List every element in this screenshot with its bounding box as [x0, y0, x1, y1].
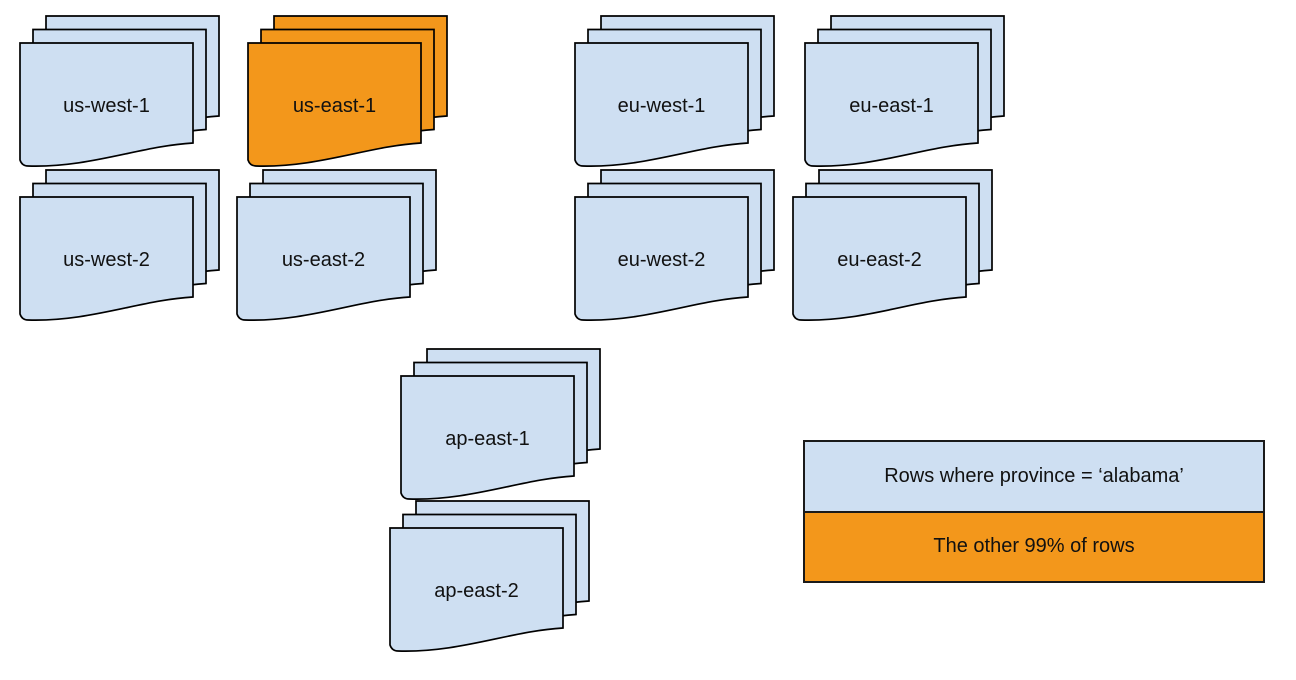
document-shape: [792, 196, 967, 321]
region-stack-ap-east-2: ap-east-2: [389, 500, 590, 655]
region-stack-eu-west-1: eu-west-1: [574, 15, 775, 170]
document-shape: [389, 527, 564, 652]
document-shape: [574, 196, 749, 321]
legend-label-other-rows: The other 99% of rows: [933, 535, 1135, 558]
legend: Rows where province = ‘alabama’ The othe…: [803, 440, 1265, 583]
region-stack-eu-west-2: eu-west-2: [574, 169, 775, 324]
region-stack-ap-east-1: ap-east-1: [400, 348, 601, 503]
region-stack-us-west-2: us-west-2: [19, 169, 220, 324]
region-stack-us-east-1: us-east-1: [247, 15, 448, 170]
document-shape: [574, 42, 749, 167]
region-stack-us-west-1: us-west-1: [19, 15, 220, 170]
legend-row-other-rows: The other 99% of rows: [805, 510, 1263, 581]
region-stack-us-east-2: us-east-2: [236, 169, 437, 324]
legend-label-alabama-rows: Rows where province = ‘alabama’: [884, 464, 1184, 487]
region-stack-eu-east-1: eu-east-1: [804, 15, 1005, 170]
region-stack-eu-east-2: eu-east-2: [792, 169, 993, 324]
document-shape: [236, 196, 411, 321]
document-shape: [247, 42, 422, 167]
legend-row-alabama-rows: Rows where province = ‘alabama’: [805, 442, 1263, 511]
document-shape: [400, 375, 575, 500]
document-shape: [19, 196, 194, 321]
document-shape: [19, 42, 194, 167]
document-shape: [804, 42, 979, 167]
